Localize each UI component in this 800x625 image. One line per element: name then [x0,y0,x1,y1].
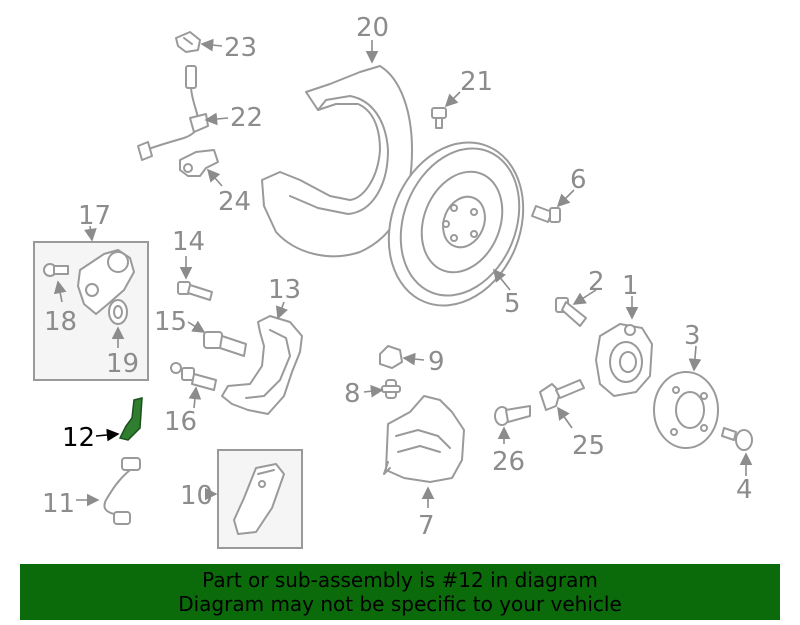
callout-22: 22 [230,103,263,133]
callout-1: 1 [622,271,639,301]
callout-16: 16 [164,407,197,437]
callout-23: 23 [224,33,257,63]
part-6-bolt[interactable] [531,205,561,223]
callout-8: 8 [344,379,361,409]
callout-12: 12 [62,423,95,453]
callout-25: 25 [572,431,605,461]
callout-14: 14 [172,227,205,257]
part-12-wear-indicator-clip[interactable] [118,397,143,441]
part-20-dust-shield[interactable] [261,65,413,258]
callout-9: 9 [428,347,445,377]
callout-6: 6 [570,165,587,195]
callout-2: 2 [588,267,605,297]
part-3-hub[interactable] [653,371,719,449]
callout-11: 11 [42,489,75,519]
callout-13: 13 [268,275,301,305]
callout-20: 20 [356,13,389,43]
callout-24: 24 [218,187,251,217]
part-1-hub-bearing[interactable] [595,323,653,397]
part-14-bolt[interactable] [177,281,213,301]
part-22-sensor-wire[interactable] [137,65,209,161]
callout-18: 18 [44,307,77,337]
part-25-stud[interactable] [539,379,585,411]
banner-line-1: Part or sub-assembly is #12 in diagram [202,568,598,592]
part-5-brake-rotor[interactable] [365,122,547,326]
banner-line-2: Diagram may not be specific to your vehi… [178,592,622,616]
part-21-bolt[interactable] [431,107,447,129]
part-2-bolt[interactable] [555,297,587,327]
part-23-clip[interactable] [175,31,201,53]
parts-diagram: 23 22 24 20 21 5 [33,13,753,549]
part-18-screw[interactable] [43,263,69,277]
callout-5: 5 [504,289,521,319]
callout-19: 19 [106,349,139,379]
callout-17: 17 [78,201,111,231]
callout-10: 10 [180,481,213,511]
part-9-nut[interactable] [379,345,403,369]
part-17-parking-motor[interactable] [77,249,135,315]
callout-7: 7 [418,511,435,541]
part-26-bolt[interactable] [494,405,531,426]
part-11-wear-sensor[interactable] [103,457,141,525]
part-8-bleeder[interactable] [381,379,401,399]
info-banner: Part or sub-assembly is #12 in diagram D… [20,564,780,620]
part-10-brake-pad[interactable] [233,463,285,535]
callout-21: 21 [460,67,493,97]
callout-26: 26 [492,447,525,477]
part-19-seal[interactable] [108,299,128,325]
callout-15: 15 [154,307,187,337]
part-24-bracket[interactable] [179,149,219,177]
callout-4: 4 [736,475,753,505]
callout-3: 3 [684,321,701,351]
part-13-caliper-bracket[interactable] [221,315,303,415]
part-15-guide-pin[interactable] [203,331,247,357]
part-7-caliper[interactable] [383,395,465,483]
part-4-axle-nut[interactable] [721,427,753,451]
part-16-bolt[interactable] [170,362,217,391]
